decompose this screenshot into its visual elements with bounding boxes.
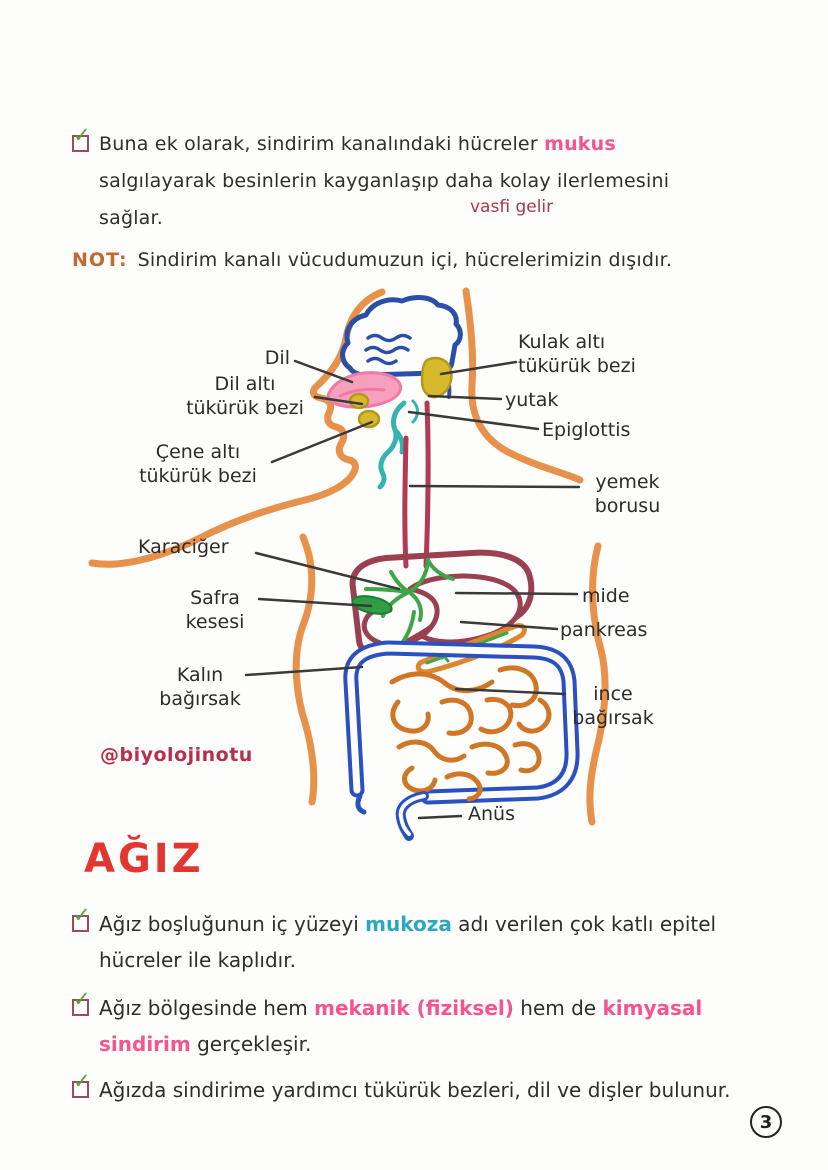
face-profile (88, 288, 386, 568)
text-pre: Ağız bölgesinde hem (99, 996, 315, 1020)
intro-text-post: salgılayarak besinlerin kayganlaşıp daha… (99, 170, 670, 229)
large-intestine (343, 640, 580, 815)
label-dil-alti: Dil altı tükürük bezi (186, 373, 304, 419)
highlight-mukus: mukus (544, 133, 616, 155)
label-kalin-bagirsak: Kalın bağırsak (159, 664, 241, 710)
submandibular-gland (357, 409, 381, 429)
bullet-mukoza: ✓ Ağız boşluğunun iç yüzeyi mukoza adı v… (72, 905, 722, 978)
page-number-badge: 3 (750, 1106, 782, 1138)
torso-left (292, 533, 318, 806)
parotid-gland (420, 356, 453, 399)
label-yutak: yutak (505, 389, 559, 411)
appendix (355, 793, 367, 815)
pancreas (415, 623, 527, 675)
label-safra-kesesi: Safra kesesi (185, 587, 245, 633)
label-epiglottis: Epiglottis (542, 419, 631, 441)
checkmark-icon: ✓ (73, 987, 91, 1011)
bullet-mukoza-text: Ağız boşluğunun iç yüzeyi mukoza adı ver… (99, 906, 722, 978)
intro-bullet: ✓ Buna ek olarak, sindirim kanalındaki h… (72, 125, 722, 237)
checkmark-icon: ✓ (73, 1069, 91, 1093)
label-ince-bagirsak: ince bağırsak (572, 683, 654, 729)
intro-text-pre: Buna ek olarak, sindirim kanalındaki hüc… (99, 133, 545, 155)
note-text: Sindirim kanalı vücudumuzun içi, hücrele… (137, 249, 673, 271)
text-post: adı verilen çok katlı epitel hücreler il… (99, 912, 717, 972)
text-post: gerçekleşir. (190, 1032, 312, 1056)
bullet-sindirim-text: Ağız bölgesinde hem mekanik (fiziksel) h… (99, 990, 732, 1062)
label-yemek-borusu: yemek borusu (594, 471, 661, 517)
note-line: NOT: Sindirim kanalı vücudumuzun içi, hüc… (72, 242, 792, 279)
tongue (326, 371, 403, 409)
note-label: NOT: (72, 249, 128, 271)
pancreatic-duct (425, 631, 509, 665)
label-karaciger: Karaciğer (138, 536, 229, 558)
label-anus: Anüs (468, 803, 515, 825)
salivary-glands (348, 356, 453, 429)
stomach (361, 573, 523, 648)
sublingual-gland (348, 392, 370, 410)
watermark: @biyolojinotu (100, 744, 253, 766)
highlight-mukoza: mukoza (365, 912, 452, 936)
duodenum-loop (361, 606, 425, 648)
checkbox-icon: ✓ (72, 905, 91, 932)
checkbox-icon: ✓ (72, 989, 91, 1016)
bile-ducts (364, 558, 455, 652)
checkmark-icon: ✓ (73, 123, 91, 147)
checkbox-icon: ✓ (72, 125, 91, 152)
intro-bullet-text: Buna ek olarak, sindirim kanalındaki hüc… (99, 126, 722, 237)
label-cene-alti: Çene altı tükürük bezi (139, 441, 257, 487)
skull-nasal-cavity (340, 295, 463, 399)
section-heading-agiz: AĞIZ (84, 836, 204, 882)
small-intestine (389, 665, 552, 802)
bullet-agizda-text: Ağızda sindirime yardımcı tükürük bezler… (99, 1078, 731, 1102)
esophagus (402, 400, 431, 569)
highlight-mekanik: mekanik (fiziksel) (314, 996, 514, 1020)
text-mid: hem de (513, 996, 603, 1020)
larynx-epiglottis (377, 399, 419, 490)
rectum-anus (395, 791, 429, 841)
neck-right (462, 287, 584, 484)
label-kulak-alti: Kulak altı tükürük bezi (518, 331, 636, 377)
label-mide: mide (582, 585, 630, 607)
label-pankreas: pankreas (560, 619, 648, 641)
label-dil: Dil (264, 347, 290, 369)
checkmark-icon: ✓ (73, 903, 91, 927)
gallbladder (351, 595, 393, 615)
text-pre: Ağız boşluğunun iç yüzeyi (99, 912, 366, 936)
bullet-agizda: ✓ Ağızda sindirime yardımcı tükürük bezl… (72, 1071, 802, 1108)
checkbox-icon: ✓ (72, 1071, 91, 1098)
bullet-sindirim-turleri: ✓ Ağız bölgesinde hem mekanik (fiziksel)… (72, 989, 732, 1062)
leader-lines (244, 359, 581, 820)
liver (349, 549, 535, 657)
handwritten-annotation: vasfi gelir (470, 197, 554, 217)
highlight-kimyasal: kimyasal sindirim (99, 996, 703, 1056)
